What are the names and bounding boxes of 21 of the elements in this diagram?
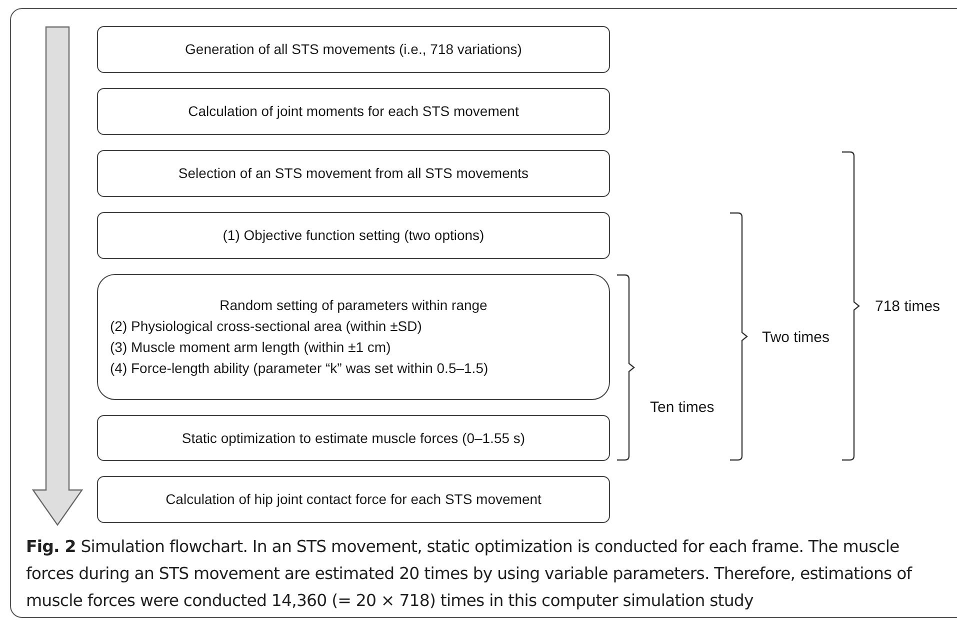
step-text: Static optimization to estimate muscle forces (0–1.55 s)	[182, 428, 526, 448]
step-text: Calculation of hip joint contact force for each STS movement	[166, 490, 542, 509]
step-text: Calculation of joint moments for each STS movement	[188, 102, 519, 121]
parameter-text: (3) Muscle moment arm length (within ±1 cm)	[110, 338, 391, 357]
process-box	[97, 88, 610, 135]
process-box	[97, 415, 610, 461]
step-text: (1) Objective function setting (two options)	[222, 226, 484, 245]
step-text: Selection of an STS movement from all STS movements	[178, 164, 529, 183]
process-box	[97, 476, 610, 523]
parameter-text: (4) Force-length ability (parameter “k” was set within 0.5–1.5)	[110, 359, 488, 378]
step-text: Random setting of parameters within range	[220, 296, 488, 315]
process-box	[97, 274, 610, 400]
process-box	[97, 26, 610, 73]
repeat-count-label: Ten times	[650, 398, 714, 418]
process-box	[97, 150, 610, 197]
parameter-text: (2) Physiological cross-sectional area (within ±SD)	[110, 317, 422, 336]
process-box	[97, 212, 610, 259]
repeat-count-label: 718 times	[875, 297, 940, 317]
repeat-count-label: Two times	[762, 328, 830, 348]
step-text: Generation of all STS movements (i.e., 718 variations)	[185, 40, 522, 59]
figure-caption: Fig. 2 Simulation flowchart. In an STS movement, static optimization is conducted for each frame. The muscle forces during an STS movement are estimated 20 times by using variable parameters. Therefore, estimations of muscle forces were conducted 14,360 (= 20 × 718) times in this computer simulation study	[26, 536, 914, 612]
